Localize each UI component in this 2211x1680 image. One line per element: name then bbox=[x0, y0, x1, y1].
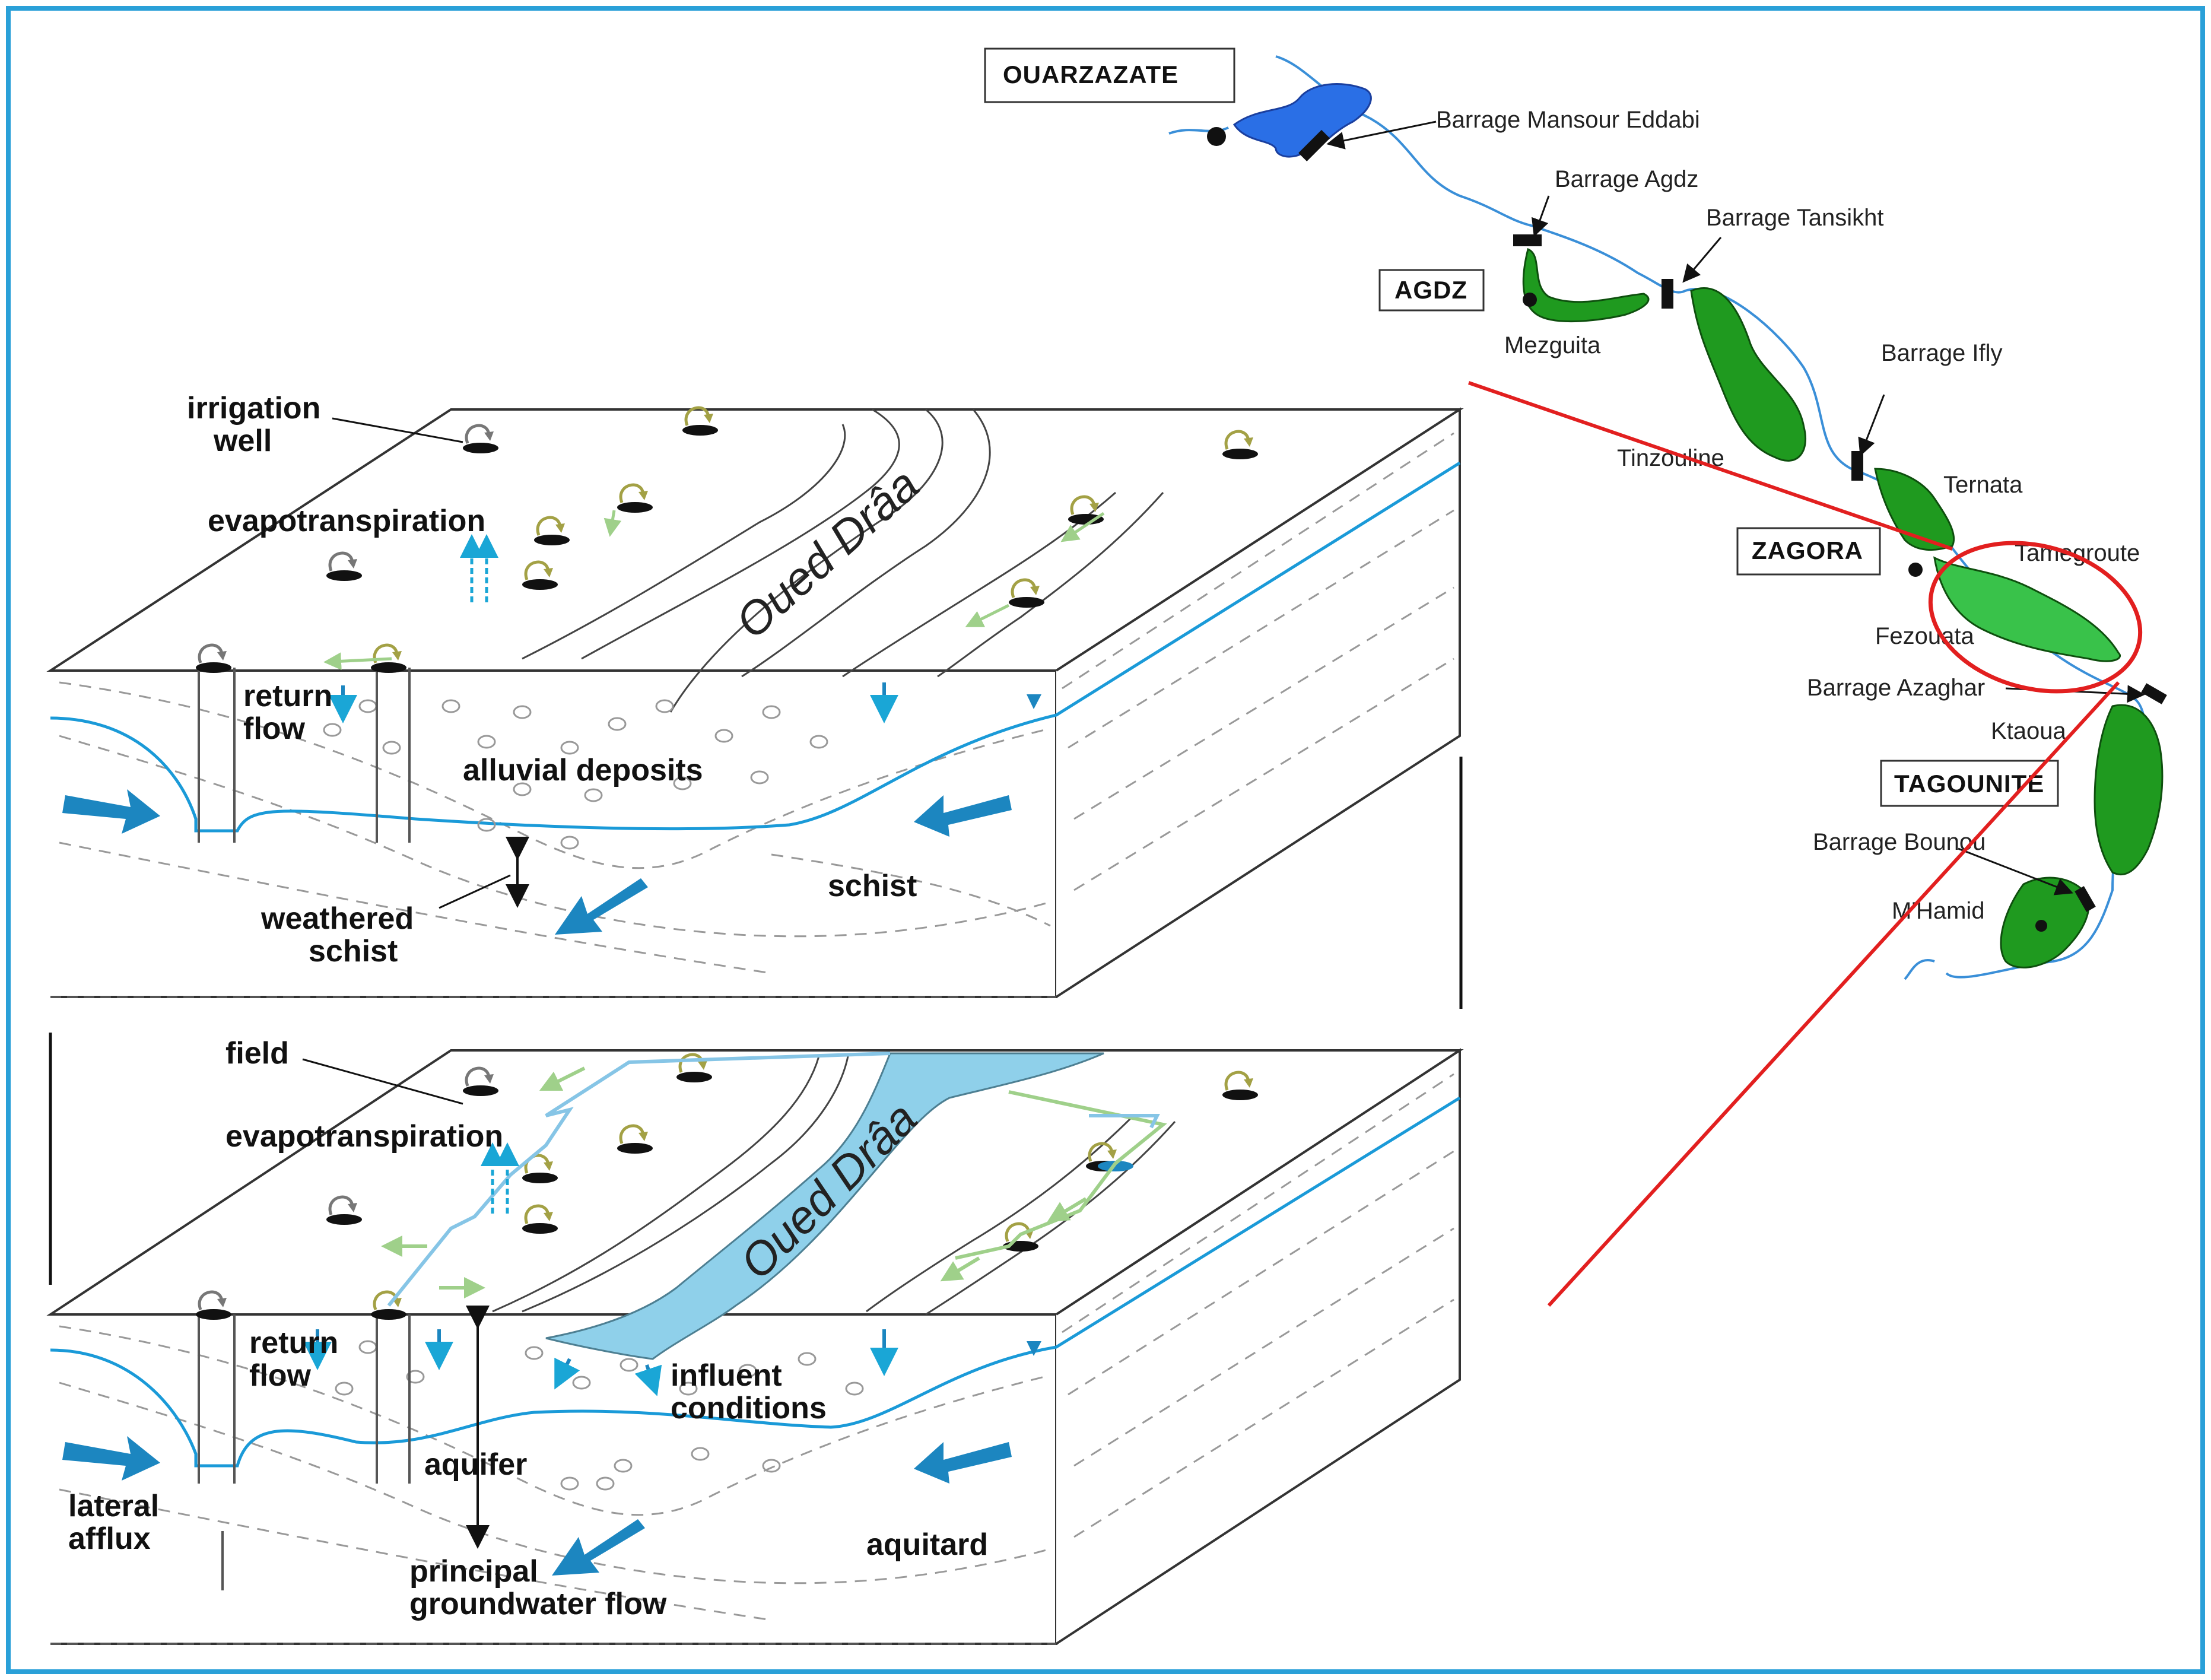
town-ouarzazate: OUARZAZATE bbox=[1003, 61, 1178, 88]
place-label-ternata: Ternata bbox=[1943, 472, 2023, 498]
dam-label-mansour-eddabi: Barrage Mansour Eddabi bbox=[1436, 107, 1700, 133]
town-tagounite: TAGOUNITE bbox=[1894, 770, 2044, 798]
label-principal: principal bbox=[409, 1554, 538, 1589]
label-alluvial-deposits: alluvial deposits bbox=[463, 753, 703, 787]
pointer-line-bottom bbox=[1547, 681, 2120, 1307]
place-label-mezguita: Mezguita bbox=[1504, 332, 1601, 358]
dam-label-azaghar: Barrage Azaghar bbox=[1807, 675, 1985, 701]
label-irrigation: irrigation bbox=[187, 391, 320, 425]
label-afflux: afflux bbox=[68, 1522, 151, 1556]
label-lateral: lateral bbox=[68, 1489, 159, 1523]
label-conditions: conditions bbox=[671, 1391, 827, 1425]
label-aquifer: aquifer bbox=[424, 1447, 527, 1482]
reservoir bbox=[1232, 83, 1372, 158]
upper-label-flow: flow bbox=[243, 712, 306, 746]
label-field: field bbox=[225, 1036, 289, 1071]
label-well: well bbox=[213, 424, 272, 458]
label-aquitard: aquitard bbox=[866, 1527, 988, 1562]
dam-label-tansikht: Barrage Tansikht bbox=[1706, 205, 1883, 231]
lower-label-return: return bbox=[249, 1326, 338, 1360]
label-schist-sub: schist bbox=[309, 934, 398, 968]
lower-label-evapotranspiration: evapotranspiration bbox=[225, 1119, 503, 1154]
lower-block-diagram: Oued Drâa bbox=[46, 1036, 1464, 1645]
place-label-mhamid: M'Hamid bbox=[1892, 898, 1985, 924]
lower-label-flow: flow bbox=[249, 1358, 312, 1393]
label-weathered: weathered bbox=[261, 901, 414, 936]
pointer-line-top bbox=[1468, 381, 1953, 551]
dam-label-bounou: Barrage Bounou bbox=[1813, 829, 1986, 855]
upper-label-evapotranspiration: evapotranspiration bbox=[208, 504, 485, 538]
place-label-ktaoua: Ktaoua bbox=[1991, 718, 2067, 744]
town-agdz: AGDZ bbox=[1394, 276, 1467, 304]
upper-label-return: return bbox=[243, 679, 332, 713]
place-label-tinzouline: Tinzouline bbox=[1617, 445, 1724, 471]
highlighted-oasis bbox=[1933, 556, 2121, 662]
town-zagora: ZAGORA bbox=[1752, 536, 1863, 564]
draa-valley-map: OUARZAZATE AGDZ ZAGORA TAGOUNITE Barrage… bbox=[984, 47, 2167, 1307]
label-influent: influent bbox=[671, 1358, 782, 1393]
highlight-circle bbox=[1928, 541, 2143, 694]
dam-label-agdz: Barrage Agdz bbox=[1555, 166, 1698, 192]
label-schist: schist bbox=[828, 869, 917, 903]
upper-block-diagram: Oued Drâa bbox=[46, 391, 1464, 998]
dam-label-ifly: Barrage Ifly bbox=[1881, 340, 2003, 366]
label-groundwater-flow: groundwater flow bbox=[409, 1587, 667, 1621]
place-label-fezouata: Fezouata bbox=[1875, 623, 1975, 649]
